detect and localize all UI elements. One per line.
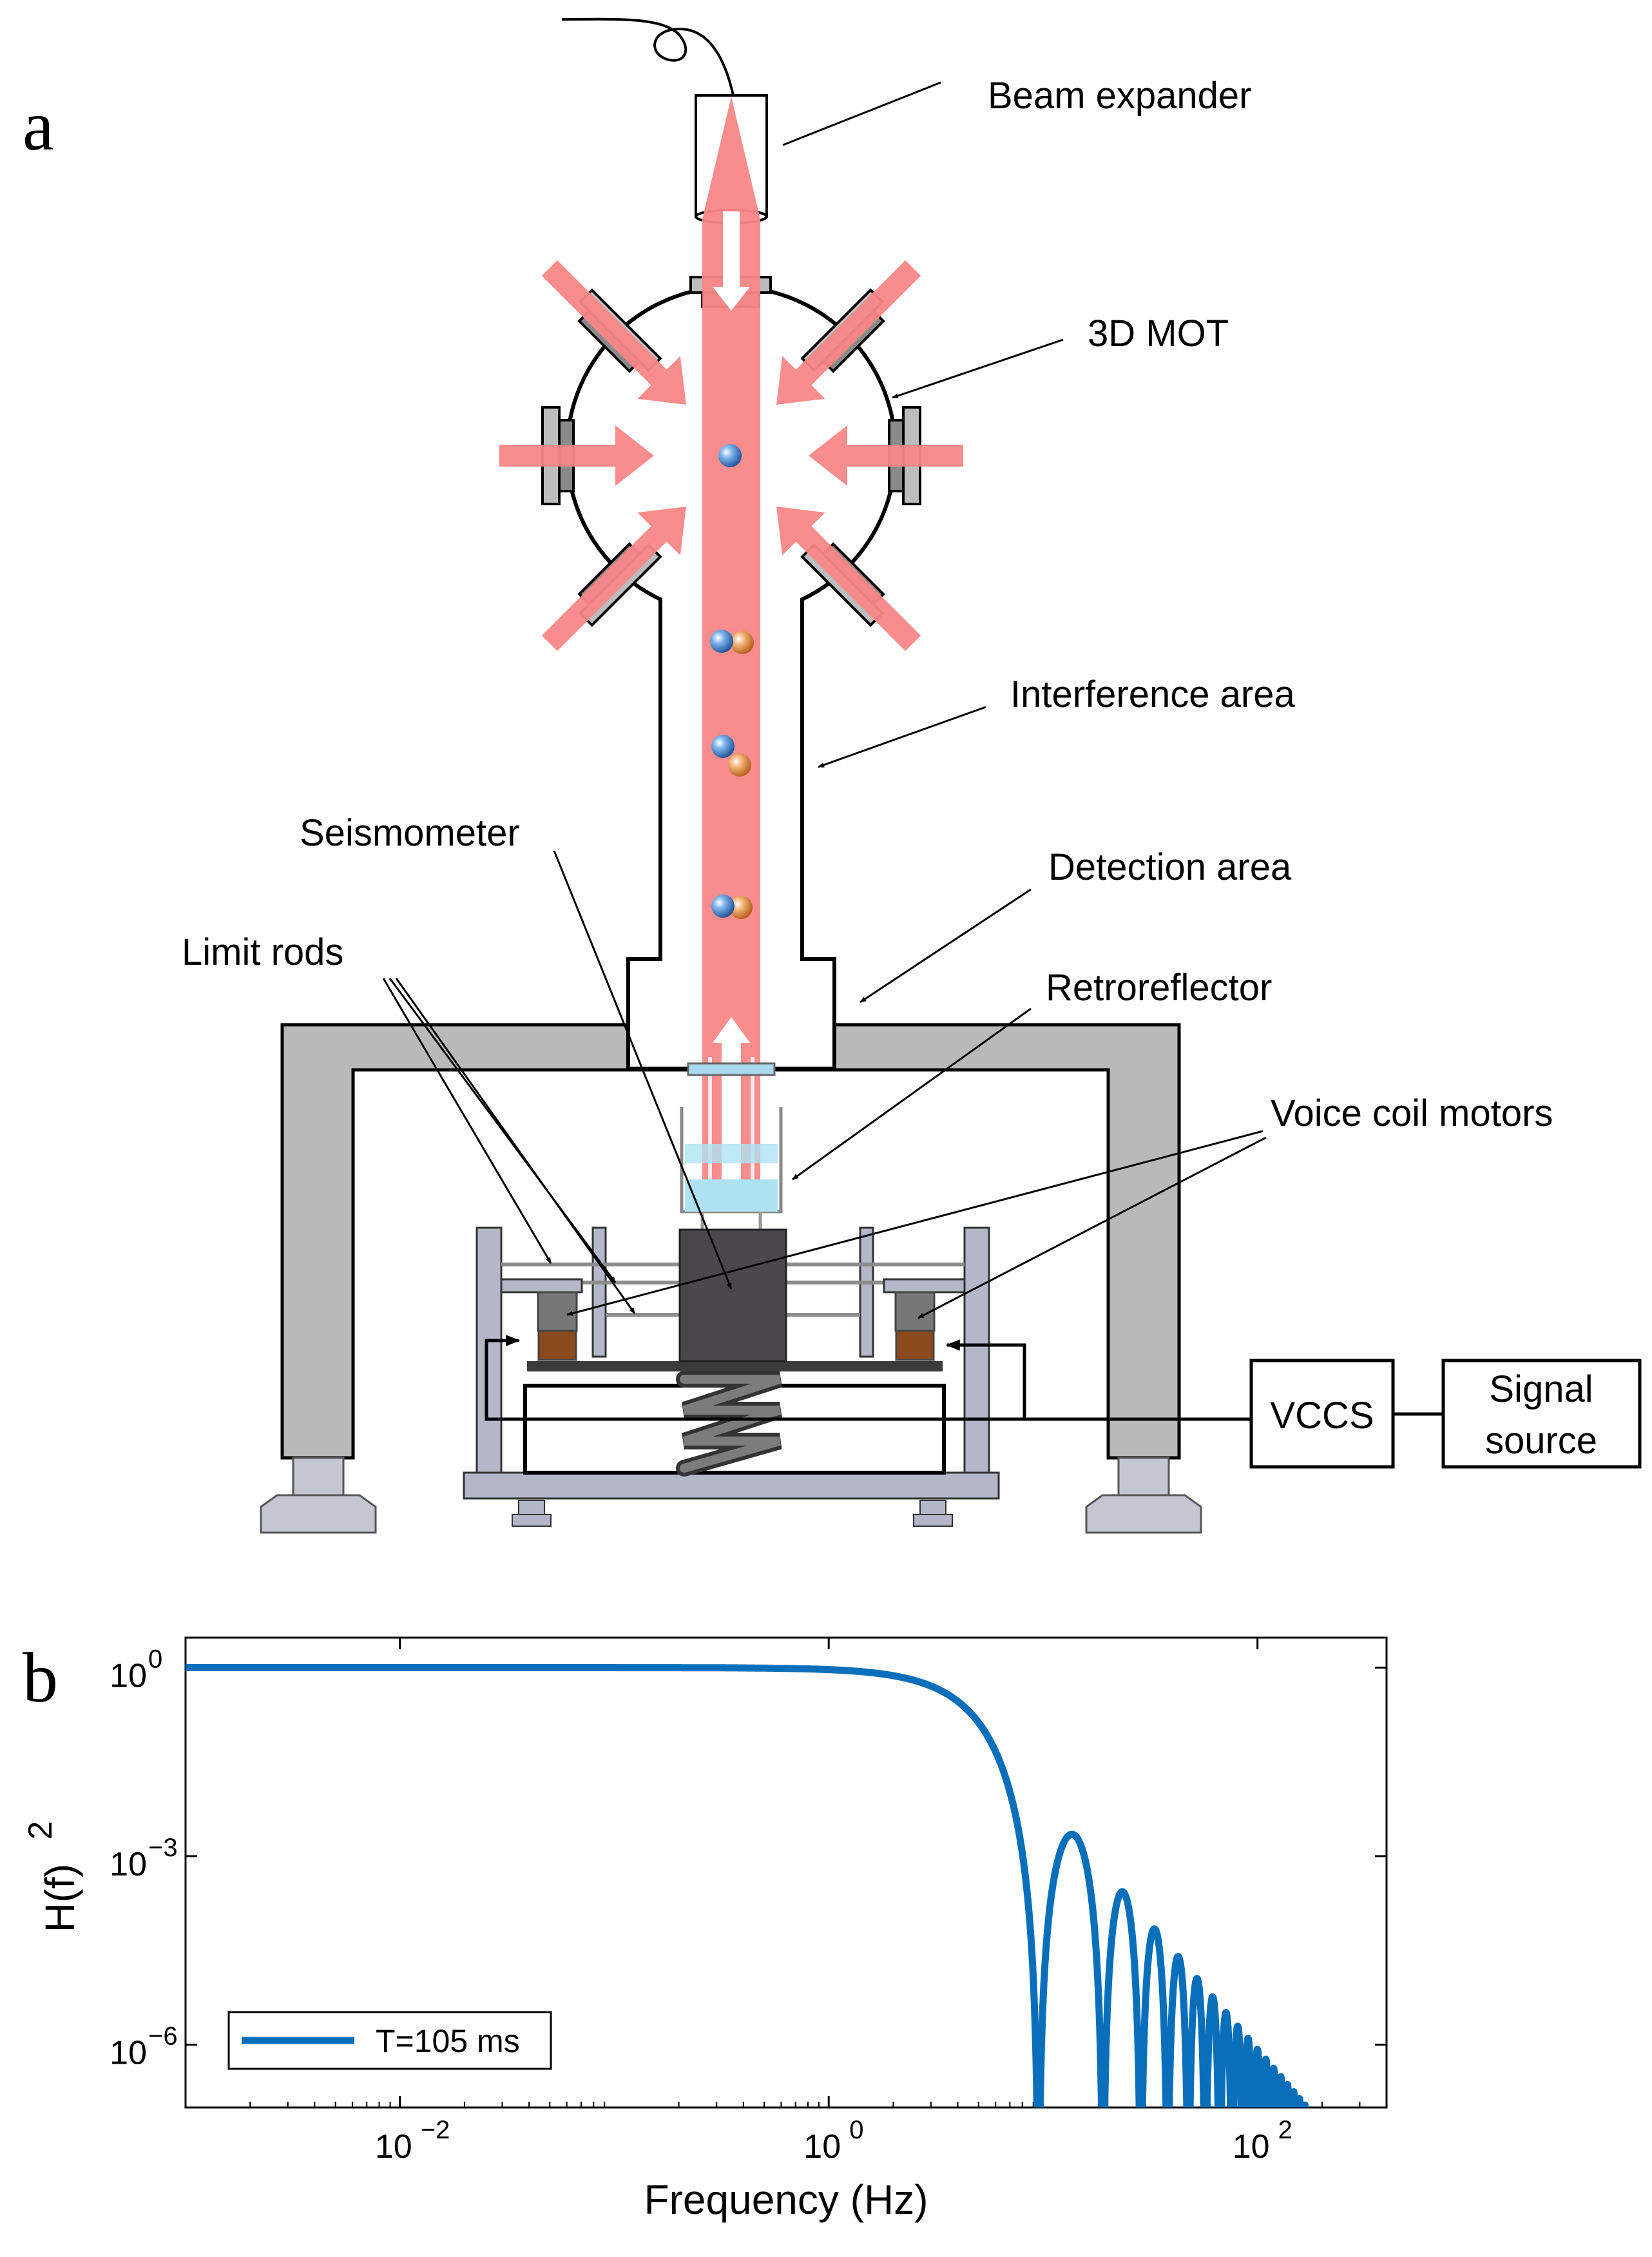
frame-foot-left-pad	[260, 1494, 377, 1534]
y-axis-label: H(f) 2	[22, 1821, 83, 1933]
x-tick-exp: 0	[849, 2116, 863, 2144]
atom-orange-2	[728, 753, 751, 777]
frame-foot-right-stem	[1117, 1457, 1170, 1497]
vccs-box	[1249, 1359, 1395, 1469]
label-3d-mot: 3D MOT	[1088, 313, 1229, 354]
x-axis-label: Frequency (Hz)	[644, 2176, 928, 2223]
mot-beam-left	[499, 425, 654, 486]
y-axis-label-sup: 2	[22, 1821, 59, 1840]
y-tick-exp: −6	[148, 2022, 178, 2051]
leader-seismometer	[553, 850, 733, 1290]
down-arrow-top	[713, 211, 750, 311]
signal-source-label-2: source	[1485, 1420, 1597, 1462]
signal-source-label-1: Signal	[1489, 1368, 1593, 1410]
leader-interference	[818, 706, 986, 768]
vccs-label: VCCS	[1270, 1395, 1374, 1437]
leader-limit-rod-3	[395, 978, 636, 1314]
label-beam-expander: Beam expander	[988, 75, 1251, 117]
retroreflector	[680, 1107, 783, 1230]
frame-foot-left-stem	[292, 1457, 345, 1497]
legend: T=105 ms	[227, 2011, 552, 2070]
x-tick-exp: −2	[421, 2116, 450, 2144]
x-tick-label: 10	[375, 2128, 412, 2165]
series-line	[186, 1664, 1309, 2107]
atom-mot	[718, 444, 742, 467]
mot-beam-upper-left	[541, 260, 686, 405]
panel-b-letter: b	[23, 1638, 58, 1717]
x-tick-label: 10	[1233, 2128, 1270, 2165]
wire-left	[485, 1335, 1251, 1421]
label-voice-coil-motors: Voice coil motors	[1271, 1092, 1553, 1134]
leader-detection	[860, 888, 1032, 1003]
wire-right	[945, 1339, 1026, 1419]
leader-retroreflector	[792, 1007, 1032, 1181]
panel-a-letter: a	[23, 86, 54, 165]
atom-orange-3	[729, 896, 753, 919]
atom-blue-1	[710, 630, 733, 653]
atom-orange-1	[731, 631, 754, 654]
atom-blue-2	[711, 735, 735, 758]
frame-foot-right-pad	[1085, 1494, 1202, 1534]
y-tick-label: 10	[110, 2035, 147, 2072]
signal-source-box	[1441, 1359, 1642, 1469]
mot-beam-right	[809, 425, 963, 486]
mot-beam-upper-right	[776, 260, 921, 405]
x-ticks: 10 −2 10 0 10 2	[249, 1638, 1387, 2165]
bottom-window	[687, 1062, 776, 1076]
label-seismometer: Seismometer	[300, 812, 520, 854]
y-tick-label: 10	[110, 1658, 147, 1695]
moving-plate	[527, 1361, 943, 1371]
y-tick-exp: −3	[148, 1834, 178, 1862]
voice-coil-right	[883, 1278, 966, 1361]
label-limit-rods: Limit rods	[182, 931, 343, 973]
isolation-stage	[463, 1226, 1000, 1527]
leader-beam-expander	[782, 81, 941, 146]
seismometer	[678, 1228, 787, 1362]
optical-fiber	[561, 17, 735, 96]
atom-blue-3	[711, 895, 735, 918]
voice-coil-left	[500, 1278, 583, 1361]
up-arrow-bottom	[713, 1017, 750, 1179]
x-tick-exp: 2	[1278, 2116, 1292, 2144]
y-tick-label: 10	[110, 1846, 147, 1883]
leader-3d-mot	[892, 338, 1064, 399]
label-interference-area: Interference area	[1010, 673, 1295, 715]
legend-label: T=105 ms	[376, 2023, 520, 2059]
label-detection-area: Detection area	[1048, 846, 1292, 888]
y-tick-exp: 0	[148, 1645, 162, 1674]
leader-voice-coil-left	[566, 1130, 1263, 1316]
leader-limit-rod-1	[382, 978, 552, 1264]
mot-beam-lower-left	[541, 507, 686, 652]
mot-beam-lower-right	[776, 507, 921, 652]
x-tick-label: 10	[803, 2128, 841, 2165]
label-retroreflector: Retroreflector	[1046, 967, 1272, 1009]
leader-voice-coil-right	[917, 1136, 1267, 1319]
y-axis-label-text: H(f)	[37, 1864, 83, 1933]
